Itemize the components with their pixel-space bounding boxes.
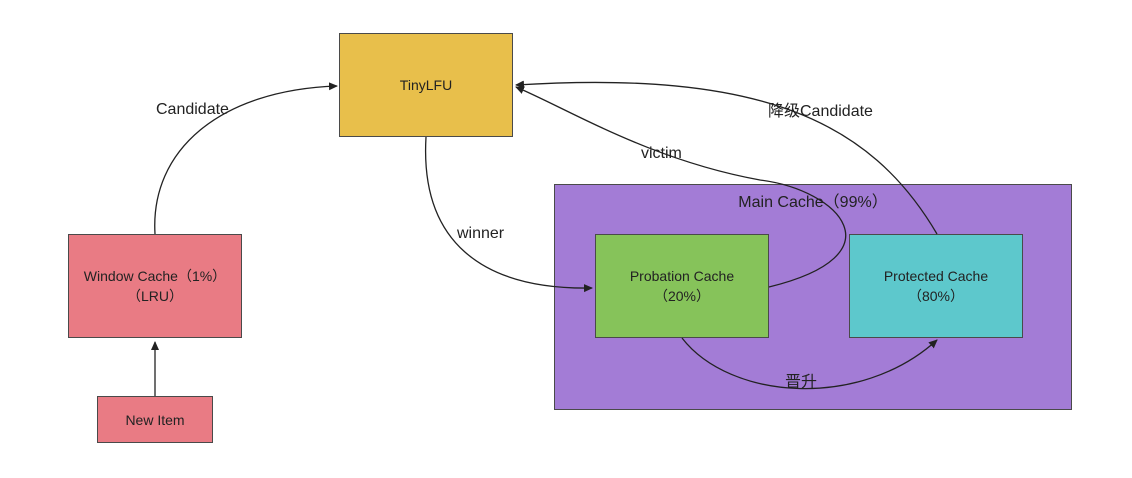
window-to-tinylfu-arrow [154, 82, 338, 235]
probation-promote-arrow [681, 337, 938, 390]
tinylfu-label: TinyLFU [399, 77, 453, 93]
window-cache-label: Window Cache（1%） [83, 268, 227, 284]
winner-label: winner [457, 225, 505, 242]
main-cache-title: Main Cache（99%） [738, 194, 888, 211]
tinylfu-box: TinyLFU [339, 33, 513, 137]
protected-demote-arrow [515, 80, 938, 235]
protected-cache-box: Protected Cache （80%） [849, 234, 1023, 338]
new-item-label: New Item [125, 411, 185, 428]
protected-cache-label: Protected Cache [883, 268, 989, 284]
candidate-label: Candidate [156, 101, 229, 118]
window-cache-policy: （LRU） [126, 288, 183, 304]
new-item-box: New Item [97, 396, 213, 443]
probation-cache-box: Probation Cache （20%） [595, 234, 769, 338]
victim-label: victim [641, 145, 682, 162]
protected-cache-share: （80%） [907, 288, 965, 304]
promote-label: 晋升 [785, 374, 818, 391]
probation-cache-share: （20%） [653, 288, 711, 304]
probation-victim-arrow [515, 86, 847, 288]
probation-cache-label: Probation Cache [629, 268, 735, 284]
tinylfu-to-probation-arrow [424, 136, 593, 293]
window-cache-box: Window Cache（1%） （LRU） [68, 234, 242, 338]
demote-candidate-label: 降级Candidate [768, 103, 873, 120]
